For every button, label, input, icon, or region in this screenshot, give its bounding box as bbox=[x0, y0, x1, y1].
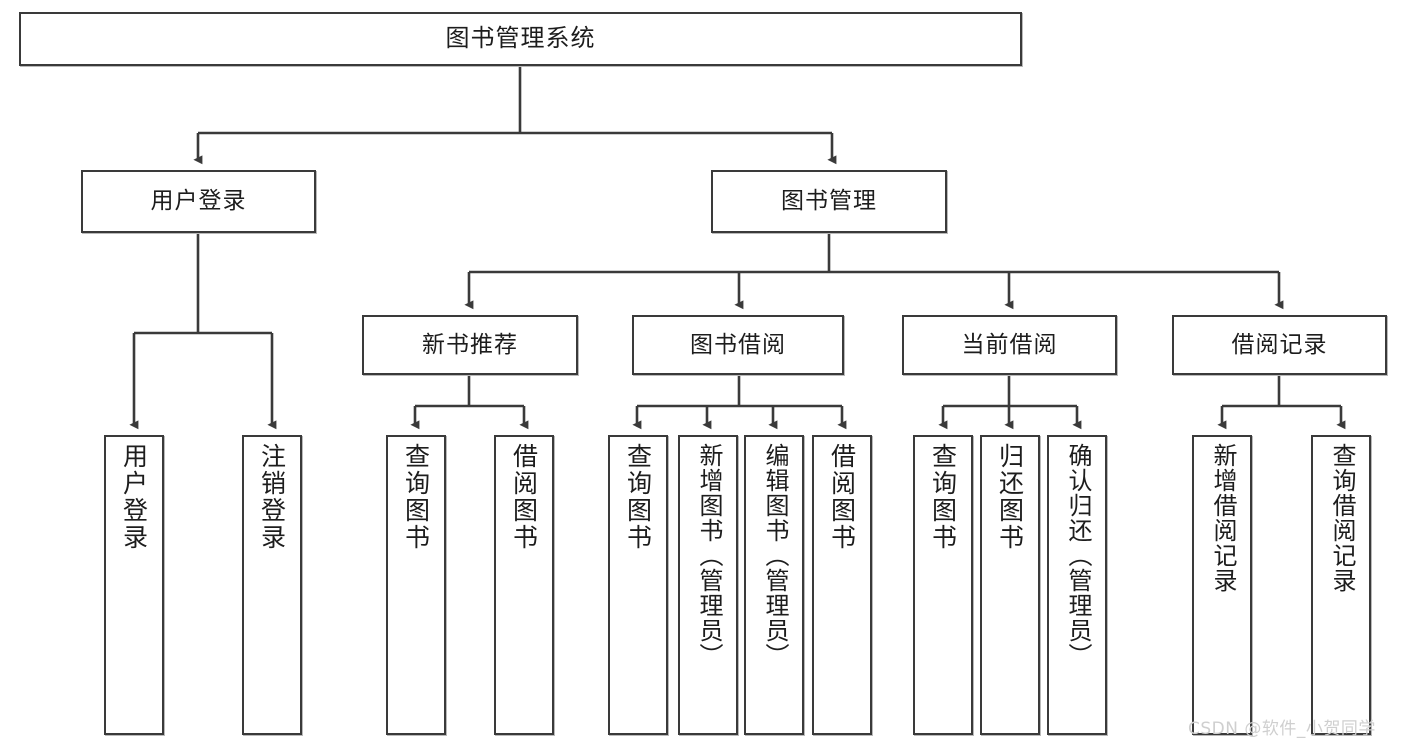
node-leaf-query-book-recommend[interactable]: 查询图书 bbox=[386, 435, 446, 735]
node-label: 新增借阅记录 bbox=[1208, 443, 1237, 593]
node-label: 新书推荐 bbox=[422, 331, 518, 358]
node-leaf-query-book-borrow[interactable]: 查询图书 bbox=[608, 435, 668, 735]
node-leaf-user-logout[interactable]: 注销登录 bbox=[242, 435, 302, 735]
node-label: 用户登录 bbox=[119, 443, 149, 551]
node-label: 确认归还（管理员） bbox=[1063, 443, 1092, 668]
node-leaf-add-borrow-record[interactable]: 新增借阅记录 bbox=[1192, 435, 1252, 735]
node-label: 图书借阅 bbox=[690, 331, 786, 358]
node-borrow-record[interactable]: 借阅记录 bbox=[1172, 315, 1387, 375]
node-label: 归还图书 bbox=[995, 443, 1025, 551]
node-leaf-confirm-return-admin[interactable]: 确认归还（管理员） bbox=[1047, 435, 1107, 735]
node-label: 查询图书 bbox=[401, 443, 431, 551]
node-book-borrow[interactable]: 图书借阅 bbox=[632, 315, 844, 375]
node-leaf-borrow-book[interactable]: 借阅图书 bbox=[812, 435, 872, 735]
node-leaf-add-book-admin[interactable]: 新增图书（管理员） bbox=[678, 435, 738, 735]
csdn-watermark: CSDN @软件_小贺同学 bbox=[1188, 719, 1376, 739]
node-user-login[interactable]: 用户登录 bbox=[81, 170, 316, 233]
node-root-book-management-system[interactable]: 图书管理系统 bbox=[19, 12, 1022, 66]
node-label: 图书管理系统 bbox=[445, 24, 596, 53]
node-leaf-query-book-current[interactable]: 查询图书 bbox=[913, 435, 973, 735]
node-label: 注销登录 bbox=[257, 443, 287, 551]
node-label: 当前借阅 bbox=[961, 331, 1058, 358]
node-leaf-user-login[interactable]: 用户登录 bbox=[104, 435, 164, 735]
node-leaf-edit-book-admin[interactable]: 编辑图书（管理员） bbox=[744, 435, 804, 735]
node-label: 编辑图书（管理员） bbox=[760, 443, 789, 668]
node-label: 新增图书（管理员） bbox=[694, 443, 723, 668]
node-book-manage[interactable]: 图书管理 bbox=[711, 170, 947, 233]
node-label: 图书管理 bbox=[781, 188, 877, 215]
node-label: 用户登录 bbox=[150, 188, 247, 215]
node-current-borrow[interactable]: 当前借阅 bbox=[902, 315, 1117, 375]
node-label: 借阅图书 bbox=[509, 443, 539, 551]
node-leaf-query-borrow-record[interactable]: 查询借阅记录 bbox=[1311, 435, 1371, 735]
node-new-book-recommend[interactable]: 新书推荐 bbox=[362, 315, 578, 375]
node-label: 查询图书 bbox=[928, 443, 958, 551]
node-label: 借阅图书 bbox=[827, 443, 857, 551]
node-leaf-borrow-book-recommend[interactable]: 借阅图书 bbox=[494, 435, 554, 735]
node-label: 查询借阅记录 bbox=[1327, 443, 1356, 593]
node-label: 查询图书 bbox=[623, 443, 653, 551]
node-leaf-return-book[interactable]: 归还图书 bbox=[980, 435, 1040, 735]
node-label: 借阅记录 bbox=[1231, 331, 1328, 358]
